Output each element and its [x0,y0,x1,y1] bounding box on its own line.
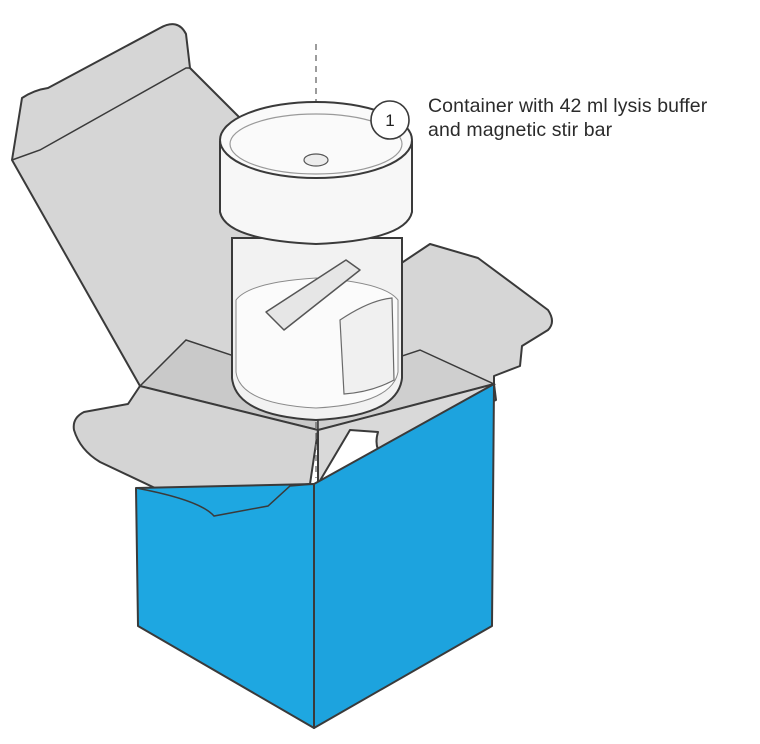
box-top-rim-left [135,483,315,517]
callout-number: 1 [385,111,394,130]
box-front-right-face [313,383,495,729]
lysis-buffer-container [219,101,413,422]
container-label [339,297,395,395]
callout-label: Container with 42 ml lysis buffer and ma… [428,94,758,142]
callout-circle [370,100,410,140]
callout-line-2: and magnetic stir bar [428,119,613,141]
magnetic-stir-bar [265,259,361,331]
back-left-flap-crease [11,67,190,161]
callout-line-1: Container with 42 ml lysis buffer [428,95,708,117]
container-lid-top [219,101,413,179]
box-front-left-face [135,483,315,729]
container-lid-hole [303,153,329,167]
callout-badge: 1 [370,100,410,140]
container-lid-rim [229,113,403,175]
